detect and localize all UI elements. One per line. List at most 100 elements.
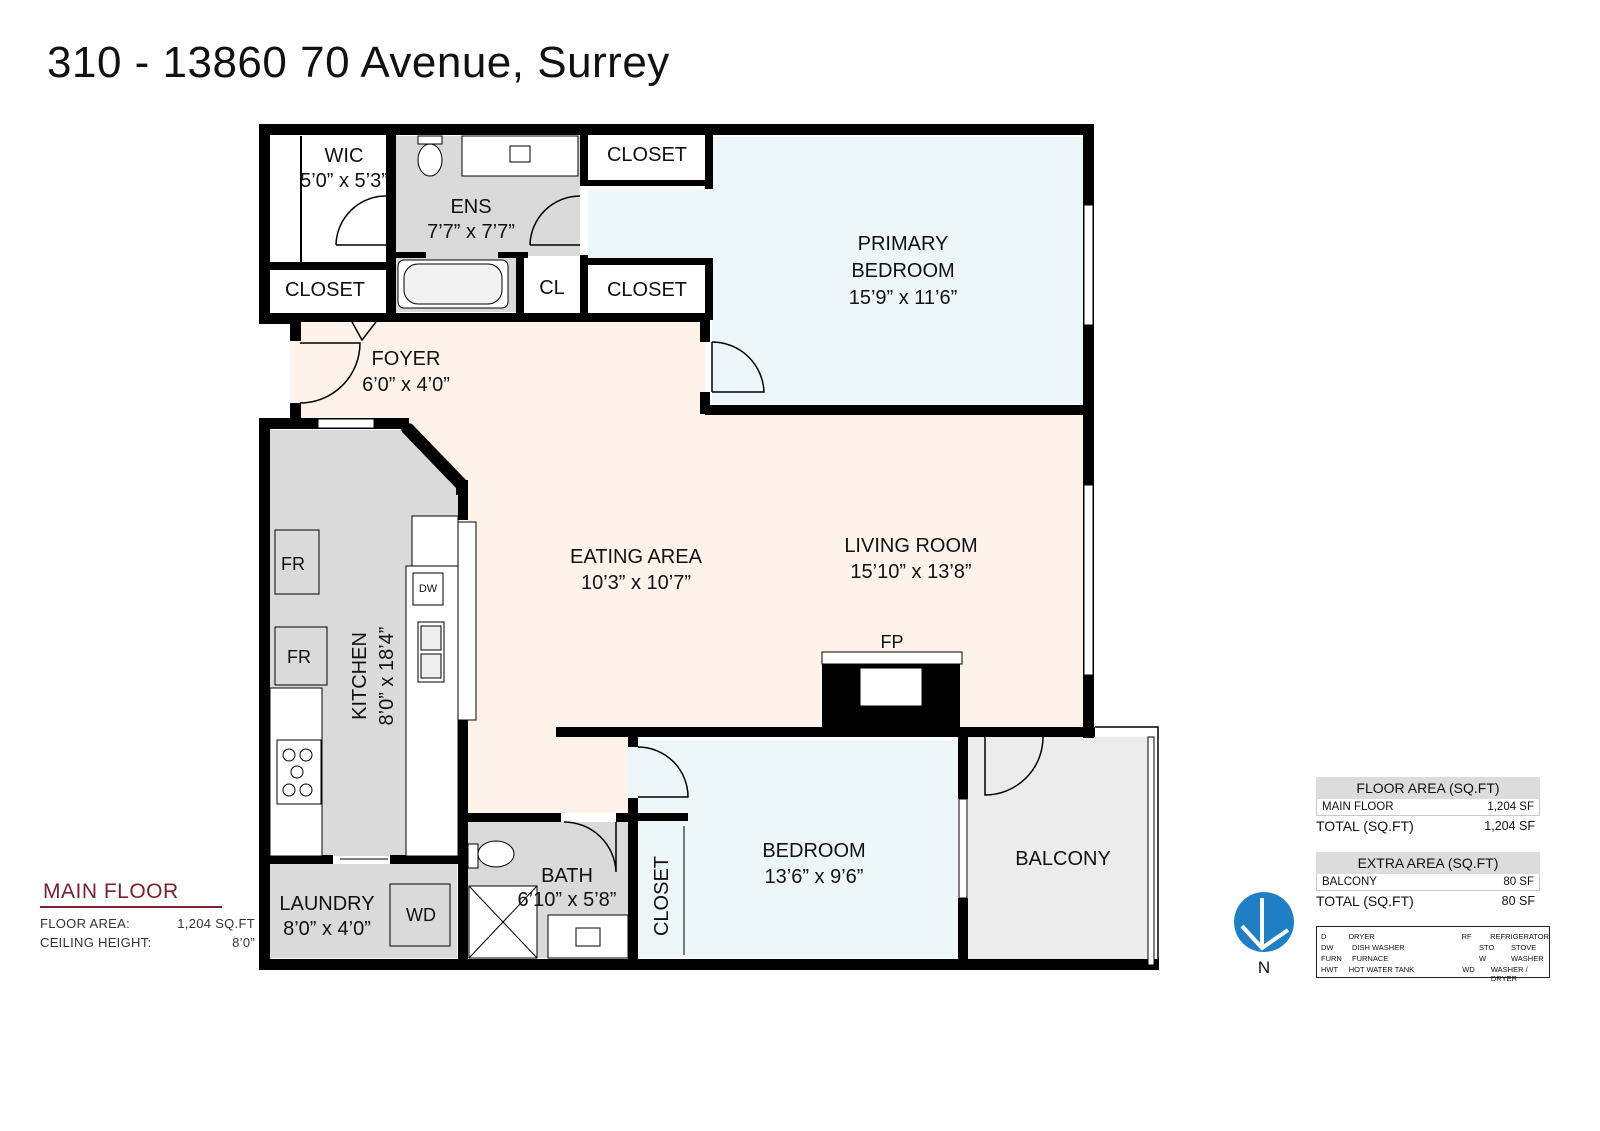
wall [386,252,396,322]
floor-area-header: FLOOR AREA (SQ.FT) [1316,777,1540,799]
ceiling-height-value: 8’0” [232,935,255,950]
wall [556,727,1092,737]
door-swing [351,321,377,342]
wic-dims: 5’0” x 5’3” [300,170,388,192]
north-label: N [1257,958,1271,977]
sliding-doors [340,183,705,955]
closet-label: CLOSET [607,144,687,166]
wall [628,813,688,821]
primary-bedroom-fill [712,137,1084,405]
door-swing [984,736,1044,796]
floor-area-row: MAIN FLOOR 1,204 SF [1316,799,1540,816]
foyer-dims: 6’0” x 4’0” [362,374,450,396]
burner [299,783,313,797]
extra-area-total: TOTAL (SQ.FT) 80 SF [1316,891,1540,911]
dishwasher-label: DW [419,583,438,595]
abbreviation-legend: D DRYER RF REFRIGERATOR DW DISH WASHER S… [1316,926,1550,983]
extra-area-header: EXTRA AREA (SQ.FT) [1316,852,1540,874]
legend-meaning: HOT WATER TANK [1348,965,1415,974]
window [317,418,375,429]
wall [705,258,713,320]
kitchen-fixtures [269,515,477,947]
closet-label: CLOSET [651,856,673,936]
door-swing [563,821,617,873]
fireplace-icon [859,667,923,707]
wall [265,855,333,864]
wall [386,124,396,254]
wall [958,898,968,966]
legend-abbr: DW [1321,943,1334,952]
primary-bedroom-dims: 15’9” x 11’6” [849,287,958,309]
legend-row: FURN FURNACE W WASHER [1321,954,1549,963]
sink-icon [509,145,531,163]
door-swing [637,746,689,798]
washer-dryer-label: WD [406,905,436,925]
legend-abbr: W [1479,954,1487,963]
ens-label: ENS [450,196,491,218]
fireplace-hearth [821,651,963,665]
legend-abbr: D [1321,932,1327,941]
wall [580,124,588,182]
dishwasher [412,572,444,606]
bath-dims: 6’10” x 5’8” [518,889,617,911]
divider [40,906,222,908]
legend-meaning: DRYER [1348,932,1375,941]
room-labels: WIC 5’0” x 5’3” ENS 7’7” x 7’7” CLOSET C… [279,144,1110,940]
sink-icon [575,927,601,947]
legend-abbr: HWT [1321,965,1339,974]
laundry-label: LAUNDRY [279,893,374,915]
wall [516,252,524,318]
living-room-label: LIVING ROOM [844,535,977,557]
wall [300,313,710,322]
floor-area-label: FLOOR AREA: [40,916,130,931]
sink-counter [405,565,459,857]
legend-row: D DRYER RF REFRIGERATOR [1321,932,1549,941]
bath-label: BATH [541,865,593,887]
wall [259,959,1159,970]
wall [396,252,426,258]
toilet-icon [417,143,443,177]
extra-area-table: EXTRA AREA (SQ.FT) BALCONY 80 SF TOTAL (… [1316,852,1540,911]
wall [390,855,460,864]
fireplace-label: FP [880,632,903,652]
floor-area-row: FLOOR AREA: 1,204 SQ.FT [40,914,255,933]
balcony-rail-inner [1147,736,1155,966]
balcony-fill [968,737,1148,959]
legend-abbr: FURN [1321,954,1342,963]
shower-line [468,885,538,959]
wall [628,737,638,747]
bath-fixtures [397,135,963,959]
burner [299,748,313,762]
door-swing [529,195,581,246]
sink-basin [420,653,442,679]
total-value: 1,204 SF [1484,819,1535,833]
laundry-dims: 8’0” x 4’0” [283,918,371,940]
legend-meaning: FURNACE [1352,954,1389,963]
floor-area-value: 1,204 SQ.FT [177,916,255,931]
fridge-1 [274,529,320,595]
toilet-tank [467,843,479,869]
wall [259,418,270,970]
balcony-rail [1095,726,1159,970]
floor-area-total: TOTAL (SQ.FT) 1,204 SF [1316,816,1540,836]
legend-abbr: RF [1461,932,1472,941]
toilet-icon [477,840,515,868]
wall [628,798,638,968]
wic-label: WIC [325,145,364,167]
wall [398,420,468,495]
wall [700,320,710,342]
wall [616,813,630,822]
wall [300,136,302,262]
wall [705,405,1092,415]
legend-meaning: WASHER / DRYER [1490,965,1528,983]
wall [705,124,713,189]
row-value: 1,204 SF [1487,801,1534,813]
wall [958,727,968,799]
extra-area-row: BALCONY 80 SF [1316,874,1540,891]
wall [259,262,394,270]
legend-meaning: DISH WASHER [1352,943,1405,952]
bedroom-label: BEDROOM [762,840,865,862]
wall [466,813,561,822]
wall [580,255,588,317]
